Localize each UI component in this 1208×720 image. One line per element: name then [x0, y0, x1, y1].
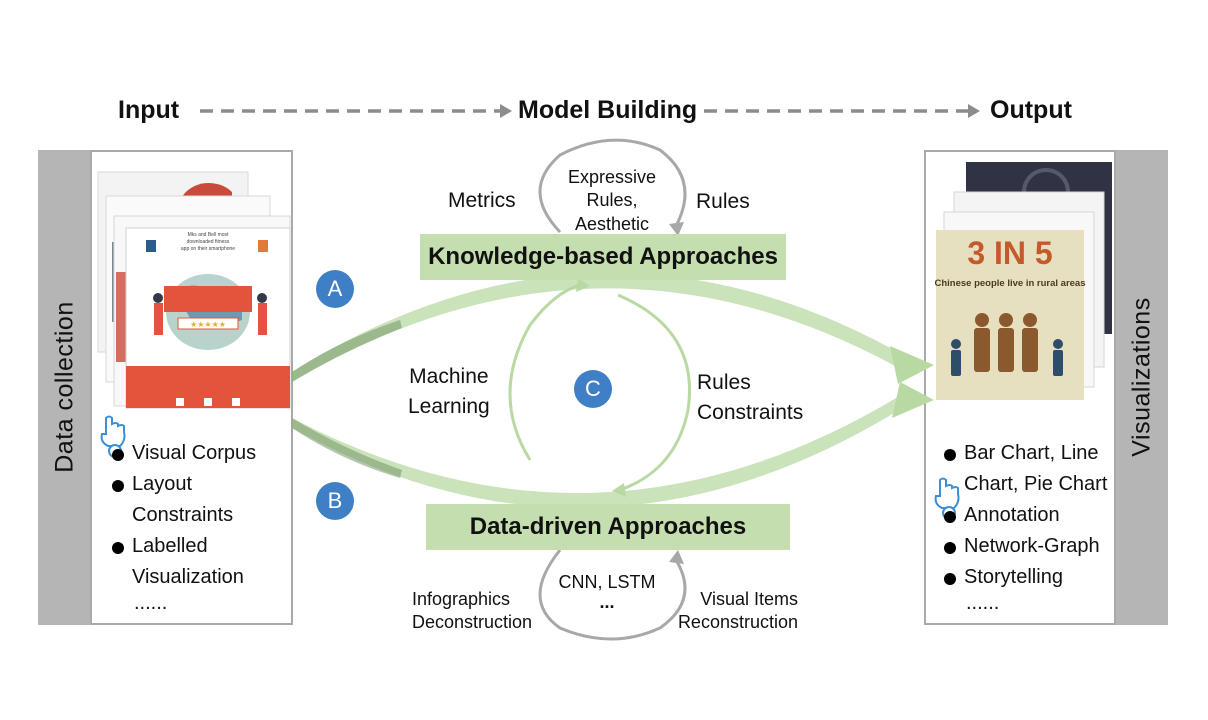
input-panel: Mks and Bell most downloaded fitness app… [90, 150, 293, 625]
arrow-head-icon [892, 382, 934, 418]
list-item: Labelled Visualization [110, 531, 290, 593]
list-item: Annotation [942, 500, 1112, 531]
thumb-subline: Chinese people live in rural areas [934, 278, 1085, 289]
list-item: Visual Corpus [110, 438, 290, 469]
input-item-list: Visual Corpus Layout Constraints Labelle… [110, 438, 290, 613]
visual-items-reconstruction-label: Visual Items Reconstruction [677, 589, 798, 633]
output-panel: 3 IN 5 Chinese people live in rural area… [924, 150, 1116, 625]
list-item: Bar Chart, Line Chart, Pie Chart [942, 438, 1112, 500]
knowledge-loop-arrow [538, 138, 687, 234]
output-item-list: Bar Chart, Line Chart, Pie Chart Annotat… [942, 438, 1112, 613]
output-label: Output [990, 96, 1072, 124]
list-more: ...... [134, 592, 168, 614]
rules-constraints-label: Rules Constraints [697, 371, 804, 425]
list-more: ...... [966, 592, 1000, 614]
visualizations-bar: Visualizations [1116, 150, 1168, 625]
people-icons [974, 313, 1038, 372]
input-label: Input [118, 96, 180, 124]
rules-loop-arrow [617, 293, 691, 492]
ml-loop-arrow [508, 283, 581, 461]
metrics-label: Metrics [448, 189, 516, 212]
badge-c: C [574, 370, 612, 408]
knowledge-based-box: Knowledge-based Approaches [420, 234, 786, 280]
svg-text:Mks and Bell most: Mks and Bell most [188, 232, 229, 238]
infographics-deconstruction-label: Infographics Deconstruction [412, 589, 533, 633]
thumb-headline: 3 IN 5 [967, 235, 1052, 271]
top-flow-arrow [292, 272, 912, 382]
rules-label: Rules [696, 190, 750, 213]
svg-text:downloaded fitness: downloaded fitness [187, 239, 230, 245]
list-item: Network-Graph [942, 531, 1112, 562]
arrow-head-icon [500, 104, 512, 118]
list-item: Storytelling [942, 562, 1112, 593]
visualization-thumbnails: 3 IN 5 Chinese people live in rural area… [934, 162, 1112, 400]
svg-text:app on their smartphone: app on their smartphone [181, 246, 235, 252]
arrow-head-icon [890, 346, 934, 384]
data-collection-bar: Data collection [38, 150, 92, 625]
bottom-flow-arrow [292, 392, 912, 508]
badge-a: A [316, 270, 354, 308]
machine-learning-label: Machine Learning [408, 365, 490, 419]
model-building-label: Model Building [518, 96, 698, 124]
data-loop-text: CNN, LSTM ... [558, 572, 656, 613]
data-loop-arrow [538, 549, 687, 641]
svg-text:★★★★★: ★★★★★ [190, 320, 226, 329]
arrow-head-icon [968, 104, 980, 118]
infographic-thumbnails: Mks and Bell most downloaded fitness app… [97, 171, 291, 409]
list-item: Layout Constraints [110, 469, 290, 531]
badge-b: B [316, 482, 354, 520]
data-driven-box: Data-driven Approaches [426, 504, 790, 550]
